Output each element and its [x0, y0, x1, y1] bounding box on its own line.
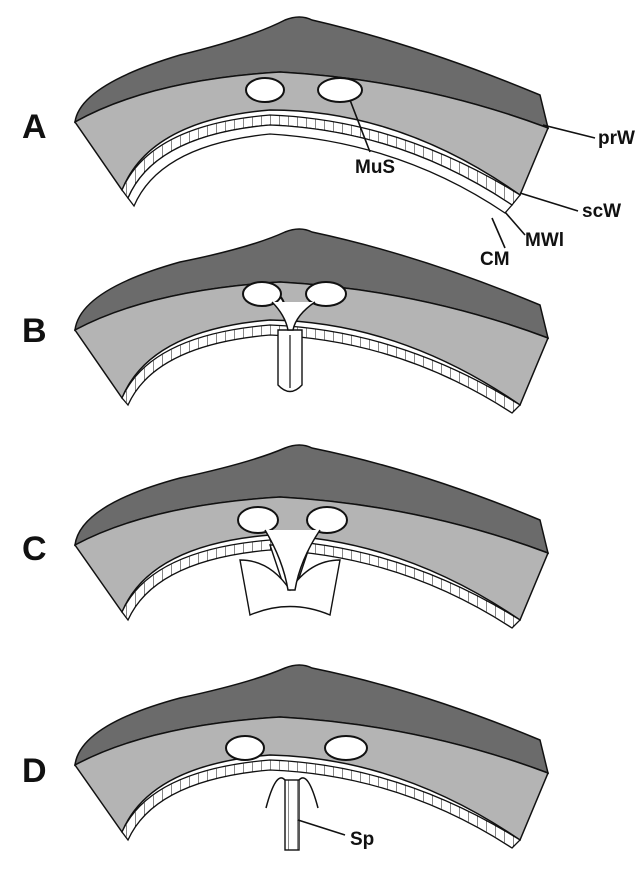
panel-letter-c: C [22, 530, 47, 568]
panel-d: D Sp [22, 665, 548, 850]
panel-letter-d: D [22, 752, 47, 790]
panel-c: C [22, 445, 548, 628]
mwl-leader [505, 212, 525, 235]
label-mwl: MWl [525, 230, 564, 251]
prw-leader [543, 125, 595, 138]
invagination [278, 330, 302, 392]
label-prw: prW [598, 128, 635, 149]
label-scw: scW [582, 201, 621, 222]
label-cm: CM [480, 249, 510, 270]
sp-leader [298, 820, 345, 835]
panel-letter-b: B [22, 312, 47, 350]
scw-leader [520, 193, 578, 211]
label-mus: MuS [355, 157, 395, 178]
panel-letter-a: A [22, 108, 47, 146]
panel-a: A MuS prW scW MWl CM [22, 17, 635, 270]
label-sp: Sp [350, 829, 374, 850]
cm-leader [492, 218, 505, 248]
panel-b: B [22, 229, 548, 413]
septum [266, 778, 318, 850]
